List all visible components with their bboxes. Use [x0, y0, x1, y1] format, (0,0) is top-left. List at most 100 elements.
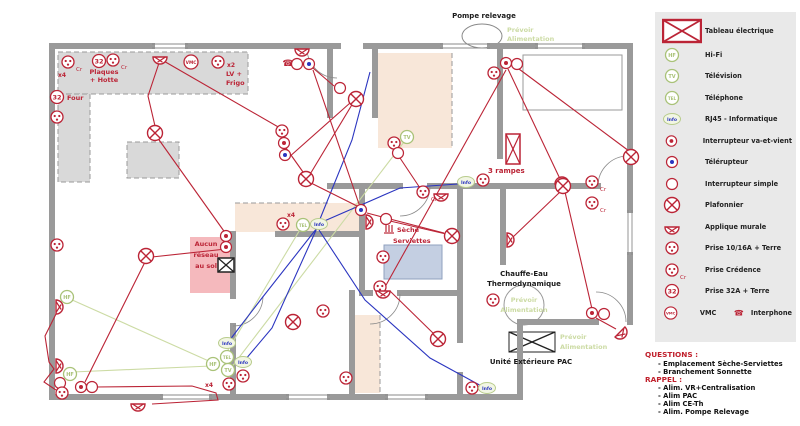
legend-item-tableau: Tableau électrique [662, 17, 792, 44]
plan-label: Unité Extérieure PAC [490, 358, 572, 366]
legend-item-label: Tableau électrique [705, 26, 774, 35]
circuit-wire [287, 102, 351, 159]
windows [152, 43, 633, 400]
inter-simple-icon [333, 81, 347, 95]
prise-cr-icon: Cr [106, 53, 128, 71]
prise-icon [211, 55, 225, 69]
inter-vv-icon [219, 240, 233, 254]
circuit-wire [230, 141, 405, 369]
svg-text:Cr: Cr [600, 208, 607, 214]
legend-item-telerupteur: Télérupteur [662, 152, 792, 174]
inter-simple-icon [379, 212, 393, 226]
circuit-wire [366, 212, 445, 234]
plan-label: x2 [227, 62, 235, 69]
questions-heading: QUESTIONS : [645, 350, 699, 359]
prise-cr-icon: Cr [585, 196, 607, 214]
prise-icon [236, 369, 250, 383]
svg-text:Cr: Cr [121, 65, 128, 71]
plan-label: Alimentation [500, 306, 548, 314]
svg-text:HF: HF [66, 372, 74, 378]
circuit-wire [94, 385, 219, 405]
note-item: - Alim CE-Th [658, 400, 704, 409]
inter-vv-icon [499, 56, 513, 70]
note-item: - Emplacement Sèche-Serviettes [658, 359, 783, 368]
prise-icon [276, 217, 290, 231]
inter-simple-icon [510, 57, 524, 71]
svg-text:☎: ☎ [734, 308, 744, 317]
svg-text:TV: TV [224, 368, 231, 374]
room-rect [354, 315, 380, 393]
inter-vv-icon [585, 306, 599, 320]
applique-icon [375, 290, 391, 299]
prise-icon [50, 110, 64, 124]
svg-text:Info: Info [238, 360, 248, 366]
notes-panel: QUESTIONS :- Emplacement Sèche-Serviette… [645, 350, 797, 416]
inter-simple-icon [665, 177, 679, 190]
plafonnier-icon [146, 124, 164, 142]
circuit-wire [224, 227, 302, 356]
inter-simple-icon [391, 146, 405, 160]
plafonnier-icon [622, 148, 640, 166]
svg-text:HF: HF [63, 295, 71, 301]
legend-item-plafonnier: Plafonnier [662, 195, 792, 217]
prise-icon [665, 241, 679, 255]
room-rect [383, 244, 443, 280]
hf-icon: HF [664, 47, 680, 62]
legend-item-label: Prise 32A + Terre [705, 287, 770, 296]
prise-icon [486, 293, 500, 307]
circuit-wire [156, 136, 227, 235]
applique-icon [433, 193, 449, 202]
plan-label: Alimentation [560, 343, 608, 351]
circuit-wire [518, 68, 630, 152]
legend-item-label: Interphone [750, 308, 792, 317]
circuit-wire [244, 227, 318, 361]
circuit-wire [595, 317, 617, 330]
circuit-wire [312, 67, 335, 87]
room-rect [522, 54, 623, 111]
plan-label: Serviettes [393, 237, 431, 245]
circuit-wire [310, 182, 358, 207]
applique-icon [614, 326, 628, 340]
svg-text:Cr: Cr [76, 67, 83, 73]
legend-item-label: Télévision [705, 72, 742, 81]
legend-item-label: Prise 10/16A + Terre [705, 244, 782, 253]
svg-text:HF: HF [668, 53, 676, 59]
plan-label: Frigo [226, 79, 245, 87]
walls [49, 43, 633, 400]
info-icon: Info [478, 382, 496, 394]
room-rect [57, 93, 91, 183]
svg-text:Info: Info [222, 341, 232, 347]
circuit-wire [147, 59, 161, 127]
plan-label: Prévoir [507, 26, 534, 34]
circuit-wire [321, 183, 459, 223]
rampes3-icon [505, 133, 521, 165]
interphone-icon: ☎ [734, 308, 744, 317]
rappel-heading: RAPPEL : [645, 374, 683, 384]
info-icon: Info [310, 218, 328, 230]
circuit-wire [151, 248, 227, 258]
plan-label: x4 [58, 72, 66, 79]
inter-vv-icon [277, 136, 291, 150]
legend-item-label: Télérupteur [705, 158, 749, 167]
note-item: - Branchement Sonnette [658, 367, 752, 376]
prise-icon [55, 386, 69, 400]
inter-vv-icon [219, 229, 233, 243]
plan-label: + Hotte [90, 76, 119, 84]
applique-icon [294, 48, 310, 57]
svg-text:TEL: TEL [299, 223, 308, 228]
prise-icon [50, 238, 64, 252]
svg-text:TEL: TEL [223, 355, 232, 360]
prise-icon [222, 377, 236, 391]
p32-icon: 32 [91, 53, 107, 69]
applique-icon [55, 358, 64, 374]
legend-item-label: Prise Crédence [705, 265, 761, 274]
inter-simple-icon [85, 380, 99, 394]
plan-label: Thermodynamique [487, 280, 561, 288]
applique-icon [130, 403, 146, 412]
plafonnier-icon [554, 177, 572, 195]
info-icon: Info [218, 337, 236, 349]
legend-item-inter_simple: Interrupteur simple [662, 173, 792, 195]
